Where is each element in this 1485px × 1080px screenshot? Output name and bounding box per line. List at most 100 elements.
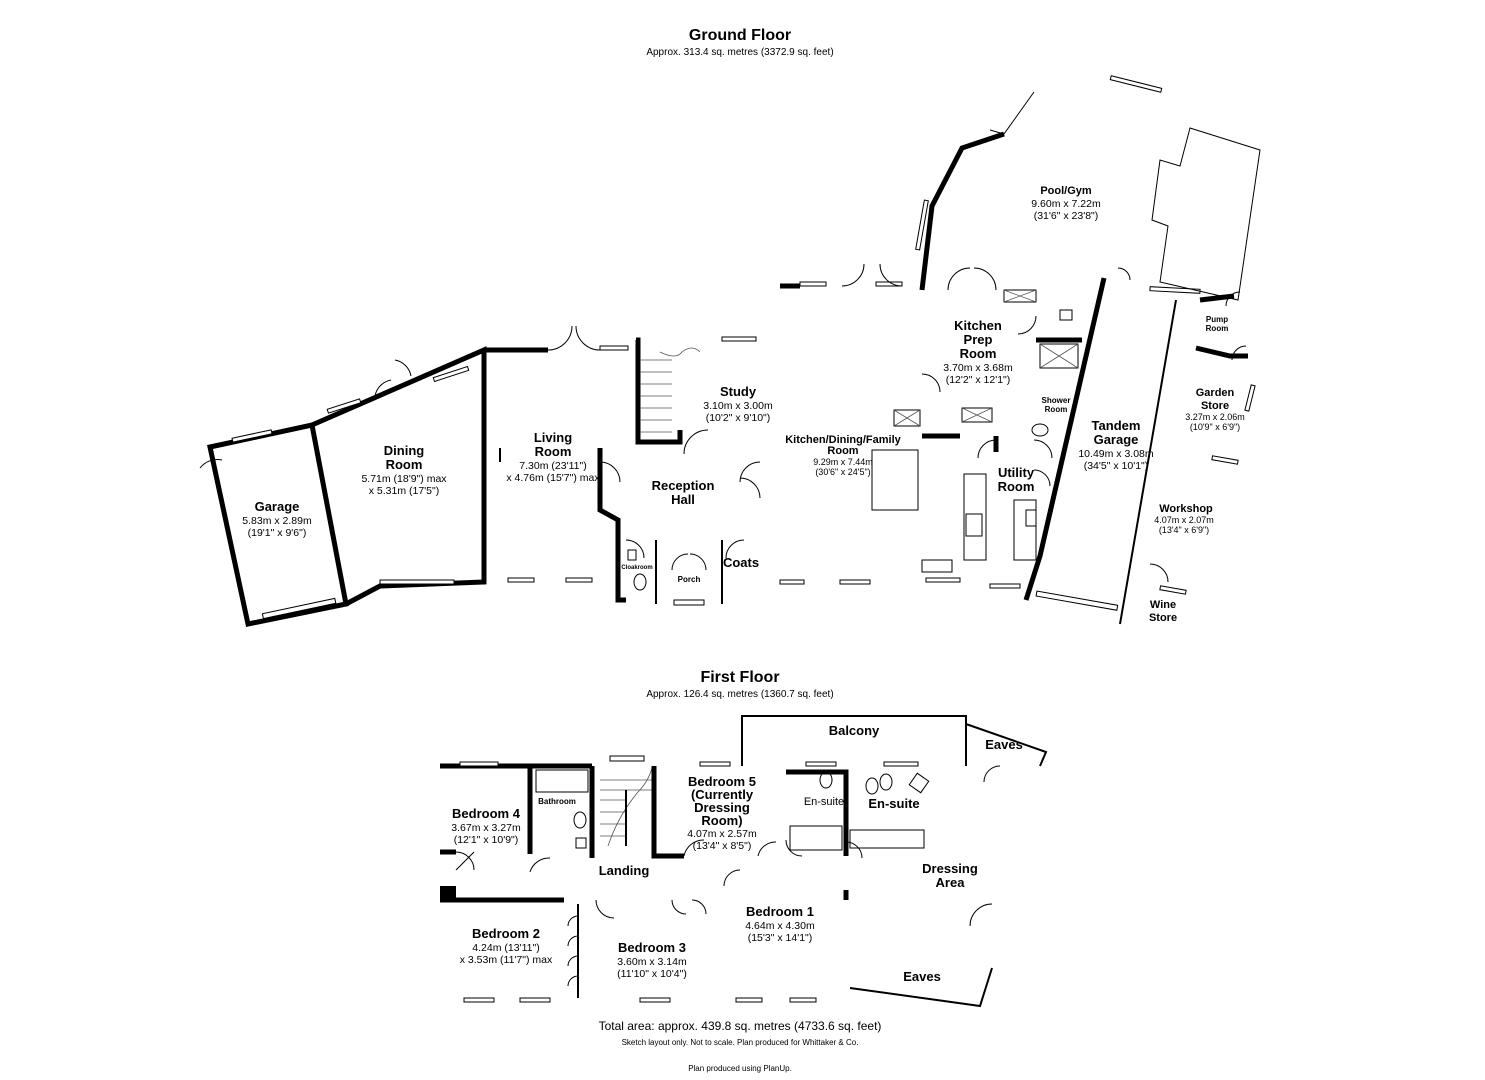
bedroom-5-label: Bedroom 5 (Currently Dressing Room) 4.07…	[687, 774, 757, 852]
svg-text:Bedroom 2: Bedroom 2	[472, 926, 540, 941]
garage-label: Garage 5.83m x 2.89m (19'1" x 9'6")	[242, 499, 312, 539]
svg-text:x 5.31m (17'5"): x 5.31m (17'5")	[369, 485, 440, 497]
svg-text:x 4.76m (15'7") max: x 4.76m (15'7") max	[506, 472, 600, 484]
svg-text:4.64m x 4.30m: 4.64m x 4.30m	[745, 920, 815, 932]
workshop-label: Workshop 4.07m x 2.07m (13'4" x 6'9")	[1154, 503, 1214, 535]
tandem-garage-label: Tandem Garage 10.49m x 3.08m (34'5" x 10…	[1078, 418, 1154, 472]
svg-text:Room: Room	[960, 346, 997, 361]
landing-label: Landing	[599, 863, 650, 878]
svg-text:Bedroom 4: Bedroom 4	[452, 806, 521, 821]
first-floor-area: Approx. 126.4 sq. metres (1360.7 sq. fee…	[646, 689, 833, 700]
svg-text:Wine: Wine	[1150, 599, 1176, 611]
eaves-bottom-label: Eaves	[903, 969, 941, 984]
wine-store-label: Wine Store	[1149, 599, 1177, 624]
svg-text:Kitchen: Kitchen	[954, 318, 1002, 333]
svg-text:4.07m x 2.07m: 4.07m x 2.07m	[1154, 515, 1214, 525]
total-area: Total area: approx. 439.8 sq. metres (47…	[599, 1019, 882, 1033]
wardrobe-bedroom2	[567, 904, 579, 998]
svg-text:(19'1" x 9'6"): (19'1" x 9'6")	[248, 527, 307, 539]
svg-text:Shower: Shower	[1042, 396, 1071, 405]
svg-text:x 3.53m (11'7") max: x 3.53m (11'7") max	[460, 954, 553, 966]
svg-text:Dressing: Dressing	[694, 800, 750, 815]
svg-text:3.27m x 2.06m: 3.27m x 2.06m	[1185, 412, 1245, 422]
svg-text:Utility: Utility	[998, 465, 1035, 480]
pump-room-label: Pump Room	[1206, 315, 1229, 333]
svg-text:Hall: Hall	[671, 492, 695, 507]
kitchen-dining-family-room-label: Kitchen/Dining/Family Room 9.29m x 7.44m…	[785, 434, 901, 477]
svg-text:(13'4" x 6'9"): (13'4" x 6'9")	[1159, 525, 1209, 535]
svg-text:Workshop: Workshop	[1159, 503, 1213, 515]
dining-room-label: Dining Room 5.71m (18'9") max x 5.31m (1…	[361, 443, 447, 497]
svg-text:Study: Study	[720, 384, 757, 399]
svg-text:(10'9" x 6'9"): (10'9" x 6'9")	[1190, 422, 1240, 432]
svg-text:(12'2" x 12'1"): (12'2" x 12'1")	[946, 374, 1011, 386]
svg-text:Store: Store	[1201, 400, 1229, 412]
svg-text:(31'6" x 23'8"): (31'6" x 23'8")	[1034, 210, 1099, 222]
reception-hall-label: Reception Hall	[652, 478, 715, 507]
svg-text:Pump: Pump	[1206, 315, 1228, 324]
svg-text:4.07m x 2.57m: 4.07m x 2.57m	[687, 828, 757, 840]
cloakroom-label: Cloakroom	[621, 565, 652, 571]
dressing-area-label: Dressing Area	[922, 861, 978, 890]
svg-text:Living: Living	[534, 430, 572, 445]
svg-text:Reception: Reception	[652, 478, 715, 493]
svg-text:(34'5" x 10'1"): (34'5" x 10'1")	[1084, 460, 1149, 472]
porch-label: Porch	[678, 575, 701, 584]
first-floor-walls	[440, 715, 1048, 1008]
svg-text:9.29m x 7.44m: 9.29m x 7.44m	[813, 457, 873, 467]
bedroom-2-label: Bedroom 2 4.24m (13'11") x 3.53m (11'7")…	[460, 926, 553, 966]
svg-text:Area: Area	[936, 875, 966, 890]
svg-text:Dining: Dining	[384, 443, 424, 458]
kitchen-prep-room-label: Kitchen Prep Room 3.70m x 3.68m (12'2" x…	[943, 318, 1013, 386]
svg-text:Room: Room	[386, 457, 423, 472]
svg-text:Tandem: Tandem	[1092, 418, 1141, 433]
balcony-label: Balcony	[829, 723, 880, 738]
svg-text:(10'2" x 9'10"): (10'2" x 9'10")	[706, 412, 771, 424]
living-room-label: Living Room 7.30m (23'11") x 4.76m (15'7…	[506, 430, 600, 484]
svg-text:(15'3" x 14'1"): (15'3" x 14'1")	[748, 932, 813, 944]
svg-text:(13'4" x 8'5"): (13'4" x 8'5")	[693, 840, 752, 852]
garden-store-label: Garden Store 3.27m x 2.06m (10'9" x 6'9"…	[1185, 387, 1245, 432]
svg-text:Garage: Garage	[1094, 432, 1139, 447]
svg-text:Bedroom 5: Bedroom 5	[688, 774, 756, 789]
svg-text:Room): Room)	[701, 813, 742, 828]
svg-text:Room: Room	[1045, 405, 1068, 414]
bedroom-4-label: Bedroom 4 3.67m x 3.27m (12'1" x 10'9")	[451, 806, 521, 846]
stairs-ground	[640, 347, 701, 433]
svg-text:3.70m x 3.68m: 3.70m x 3.68m	[943, 362, 1013, 374]
svg-text:Room: Room	[998, 479, 1035, 494]
svg-text:Room: Room	[535, 444, 572, 459]
bedroom-3-label: Bedroom 3 3.60m x 3.14m (11'10" x 10'4")	[617, 940, 687, 980]
svg-text:3.67m x 3.27m: 3.67m x 3.27m	[451, 822, 521, 834]
svg-text:(30'6" x 24'5"): (30'6" x 24'5")	[815, 467, 870, 477]
svg-text:Room: Room	[827, 445, 858, 457]
bathroom-label: Bathroom	[538, 797, 576, 806]
svg-text:9.60m x 7.22m: 9.60m x 7.22m	[1031, 198, 1101, 210]
svg-text:Garage: Garage	[255, 499, 300, 514]
svg-text:Dressing: Dressing	[922, 861, 978, 876]
svg-text:(Currently: (Currently	[691, 787, 754, 802]
svg-text:10.49m x 3.08m: 10.49m x 3.08m	[1078, 448, 1154, 460]
svg-text:(11'10" x 10'4"): (11'10" x 10'4")	[617, 968, 687, 980]
svg-text:Prep: Prep	[964, 332, 993, 347]
bedroom-1-label: Bedroom 1 4.64m x 4.30m (15'3" x 14'1")	[745, 904, 815, 944]
svg-text:5.71m (18'9") max: 5.71m (18'9") max	[361, 473, 447, 485]
svg-text:Garden: Garden	[1196, 387, 1235, 399]
study-label: Study 3.10m x 3.00m (10'2" x 9'10")	[703, 384, 773, 424]
svg-text:Room: Room	[1206, 324, 1229, 333]
svg-text:7.30m (23'11"): 7.30m (23'11")	[519, 460, 586, 472]
ensuite-label: En-suite	[868, 796, 919, 811]
ground-floor-title: Ground Floor	[689, 27, 791, 44]
svg-text:Store: Store	[1149, 612, 1177, 624]
svg-text:(12'1" x 10'9"): (12'1" x 10'9")	[454, 834, 519, 846]
svg-text:Kitchen/Dining/Family: Kitchen/Dining/Family	[785, 434, 901, 446]
disclaimer: Sketch layout only. Not to scale. Plan p…	[622, 1038, 859, 1047]
svg-text:3.60m x 3.14m: 3.60m x 3.14m	[617, 956, 687, 968]
svg-text:5.83m x 2.89m: 5.83m x 2.89m	[242, 515, 312, 527]
plan-credit: Plan produced using PlanUp.	[688, 1064, 792, 1073]
shower-room-label: Shower Room	[1042, 396, 1071, 414]
ground-floor-area: Approx. 313.4 sq. metres (3372.9 sq. fee…	[646, 47, 833, 58]
coats-label: Coats	[723, 555, 759, 570]
svg-text:3.10m x 3.00m: 3.10m x 3.00m	[703, 400, 773, 412]
svg-text:Bedroom 3: Bedroom 3	[618, 940, 686, 955]
